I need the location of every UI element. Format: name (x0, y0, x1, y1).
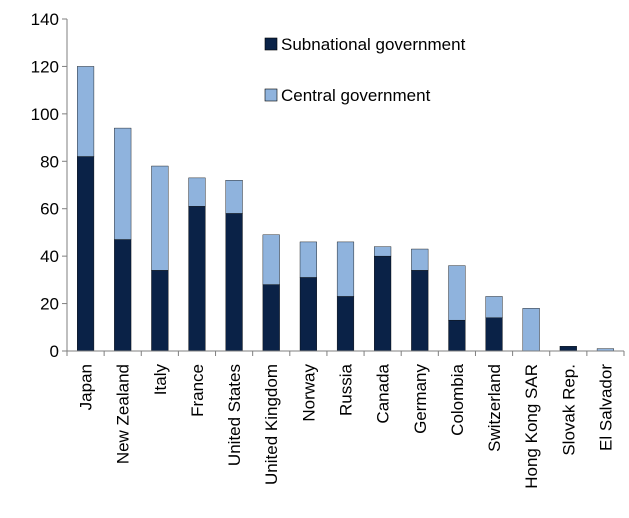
bar-subnational (374, 255, 392, 352)
y-tick-label: 40 (40, 247, 59, 266)
bars (77, 66, 614, 352)
legend-swatch-subnational (264, 37, 278, 51)
bar-subnational (336, 296, 355, 352)
y-tick-label: 100 (31, 105, 59, 124)
bar-central (188, 177, 206, 207)
bar-subnational (485, 317, 503, 352)
bar-subnational (299, 277, 317, 352)
bar-central (151, 165, 169, 271)
bar-central (262, 234, 280, 285)
bar-central (336, 241, 355, 297)
bar-subnational (188, 206, 206, 352)
bar-subnational (225, 213, 243, 352)
bar-subnational (114, 239, 132, 352)
x-category-label: France (188, 364, 207, 417)
bar-central (225, 180, 243, 214)
bar-central (411, 248, 429, 271)
y-tick-label: 140 (31, 10, 59, 29)
bar-central (485, 296, 503, 319)
legend-swatch-central (264, 88, 278, 102)
y-tick-label: 20 (40, 295, 59, 314)
legend: Subnational government Central governmen… (264, 35, 466, 105)
bar-subnational (151, 270, 169, 352)
y-tick-label: 60 (40, 200, 59, 219)
bar-central (522, 308, 540, 352)
x-category-label: United States (225, 364, 244, 466)
bar-subnational (262, 284, 280, 352)
y-tick-label: 80 (40, 152, 59, 171)
x-category-label: Italy (151, 364, 170, 396)
x-category-label: Switzerland (485, 364, 504, 452)
y-tick-label: 120 (31, 57, 59, 76)
x-category-label: El Salvador (596, 364, 615, 451)
x-category-label: Germany (411, 364, 430, 434)
bar-subnational (77, 156, 95, 352)
y-tick-label: 0 (50, 342, 59, 361)
x-category-label: Hong Kong SAR (522, 364, 541, 489)
x-axis: Japan New Zealand Italy France United States… (66, 350, 625, 489)
bar-subnational (448, 319, 466, 352)
bar-subnational (559, 346, 577, 352)
bar-central (77, 66, 95, 157)
bar-central (374, 246, 392, 257)
x-category-label: New Zealand (114, 364, 133, 464)
legend-label-central: Central government (281, 86, 431, 105)
bar-central (114, 127, 132, 240)
x-category-label: Slovak Rep. (559, 364, 578, 456)
bar-subnational (411, 270, 429, 352)
x-category-label: Colombia (448, 363, 467, 435)
legend-label-subnational: Subnational government (281, 35, 466, 54)
bar-central (299, 241, 317, 278)
x-category-label: Norway (299, 364, 318, 422)
x-category-label: Japan (77, 364, 96, 410)
y-axis: 0 20 40 60 80 100 120 140 (31, 10, 68, 361)
x-category-label: Russia (337, 363, 356, 416)
x-category-label: United Kingdom (262, 364, 281, 485)
bar-central (448, 265, 466, 321)
x-category-label: Canada (374, 363, 393, 423)
